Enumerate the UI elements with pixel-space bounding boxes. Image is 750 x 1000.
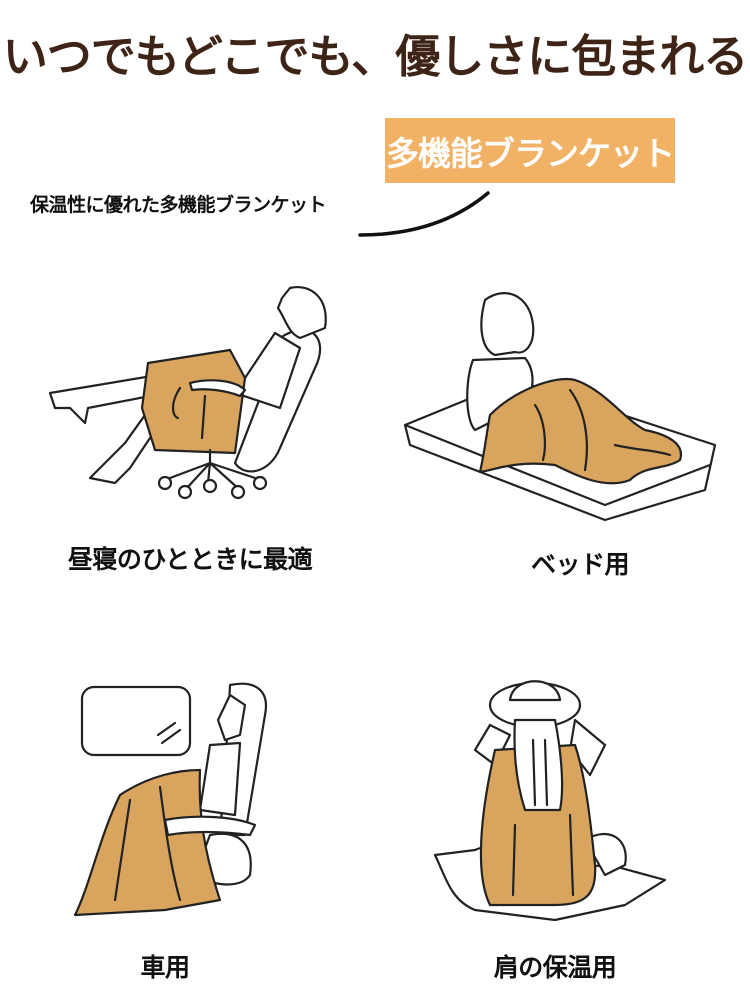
connector-line-icon (358, 191, 490, 237)
page-title: いつでもどこでも、優しさに包まれる (2, 30, 748, 83)
product-badge: 多機能ブランケット (385, 118, 675, 183)
caption-shoulder: 肩の保温用 (493, 953, 617, 982)
shoulder-wrap-icon (433, 680, 667, 922)
subtitle: 保温性に優れた多機能ブランケット (30, 194, 327, 216)
caption-car: 車用 (140, 953, 190, 982)
caption-nap: 昼寝のひとときに最適 (67, 545, 313, 574)
office-chair-nap-icon (48, 285, 327, 500)
caption-bed: ベッド用 (530, 550, 630, 579)
car-seat-icon (73, 682, 268, 917)
bed-icon (403, 292, 717, 522)
